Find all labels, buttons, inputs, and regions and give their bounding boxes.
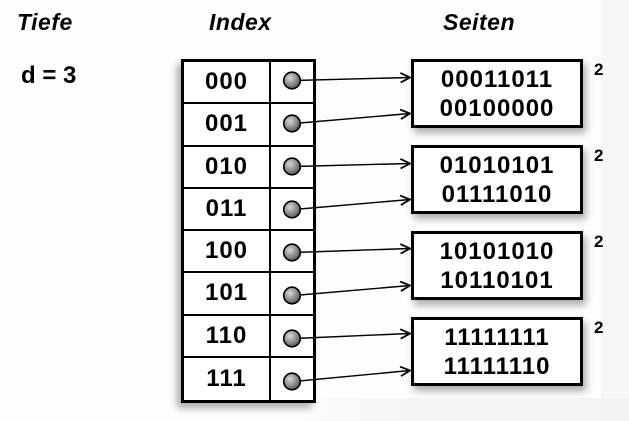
pointer-cell — [271, 62, 313, 102]
page-value: 10101010 — [439, 237, 555, 265]
pages-column-title: Seiten — [443, 9, 516, 35]
slide-right-margin — [601, 0, 629, 421]
local-depth-badge: 2 — [594, 232, 604, 251]
page-value: 11111110 — [443, 352, 551, 380]
local-depth-badge: 2 — [594, 146, 604, 165]
page-value: 01010101 — [439, 151, 555, 179]
pointer-cell — [271, 358, 313, 400]
index-column-title: Index — [209, 9, 272, 35]
page-box-3: 11111111 11111110 — [411, 317, 583, 386]
index-row-100: 100 — [184, 231, 313, 274]
pointer-cell — [271, 273, 313, 313]
pointer-cell — [271, 189, 313, 229]
page-box-1: 01010101 01111010 — [411, 145, 583, 214]
index-row-111: 111 — [184, 357, 313, 400]
local-depth-badge: 2 — [594, 318, 604, 337]
index-row-010: 010 — [184, 146, 313, 189]
page-value: 01111010 — [441, 180, 553, 208]
pointer-cell — [271, 231, 313, 271]
index-key: 000 — [184, 62, 271, 103]
index-key: 101 — [184, 273, 271, 314]
pointer-cell — [271, 104, 313, 144]
index-key: 111 — [184, 357, 271, 400]
page-box-2: 10101010 10110101 — [411, 231, 583, 300]
page-box-0: 00011011 00100000 — [411, 59, 583, 128]
page-value: 00100000 — [439, 94, 555, 122]
local-depth-badge: 2 — [594, 60, 604, 79]
page-value: 10110101 — [440, 266, 554, 294]
index-row-011: 011 — [184, 188, 313, 231]
directory-index-table: 000 001 010 011 100 101 110 111 — [181, 59, 316, 403]
pointer-cell — [271, 147, 313, 187]
index-row-000: 000 — [184, 62, 313, 105]
index-key: 110 — [184, 315, 271, 356]
page-value: 00011011 — [440, 65, 554, 93]
pointer-cell — [271, 316, 313, 356]
index-row-110: 110 — [184, 315, 313, 358]
global-depth-value: d = 3 — [21, 62, 77, 89]
depth-column-title: Tiefe — [17, 9, 73, 35]
index-row-101: 101 — [184, 273, 313, 316]
page-value: 11111111 — [444, 323, 550, 351]
index-key: 011 — [184, 188, 271, 229]
index-key: 010 — [184, 146, 271, 187]
slide-bottom-shade — [300, 398, 629, 421]
index-row-001: 001 — [184, 104, 313, 147]
index-key: 001 — [184, 104, 271, 145]
index-key: 100 — [184, 231, 271, 272]
